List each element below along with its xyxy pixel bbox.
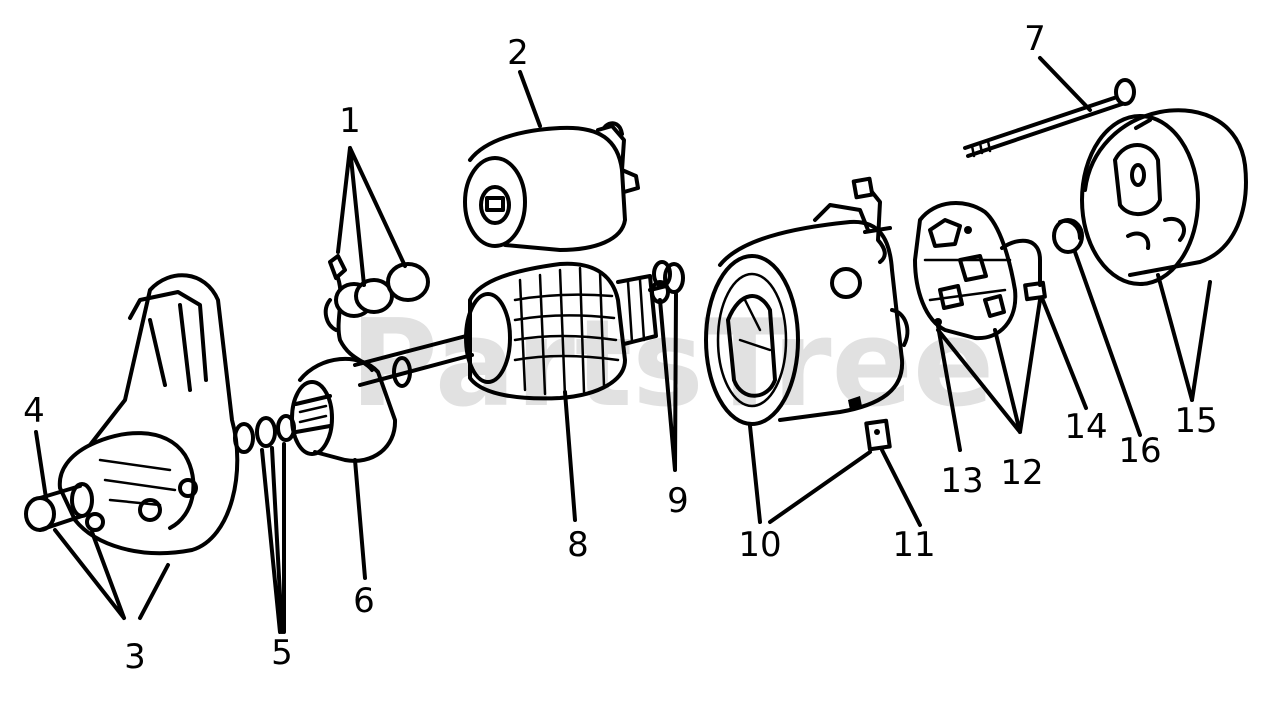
drive-end-housing <box>24 273 240 556</box>
armature <box>353 261 668 401</box>
callout-14: 14 <box>1064 407 1107 447</box>
callout-8: 8 <box>567 525 589 565</box>
callout-15: 15 <box>1174 401 1217 441</box>
callout-13: 13 <box>940 461 983 501</box>
callout-6: 6 <box>353 581 375 621</box>
callout-12: 12 <box>1000 453 1043 493</box>
lead-and-caps <box>323 254 430 372</box>
end-bushing <box>1052 218 1084 254</box>
callout-9: 9 <box>667 481 689 521</box>
callout-16: 16 <box>1118 431 1161 471</box>
callout-7: 7 <box>1024 19 1046 59</box>
pinion-stub <box>24 482 94 532</box>
watermark: PartsTree <box>350 295 994 434</box>
through-bolt <box>963 78 1136 158</box>
callout-labels: 1 2 3 4 5 6 7 8 9 10 11 12 13 14 16 15 <box>23 19 1217 677</box>
callout-11: 11 <box>892 525 935 565</box>
callout-4: 4 <box>23 391 45 431</box>
pinion-clutch <box>290 356 398 463</box>
leader-lines <box>34 56 1212 634</box>
callout-3: 3 <box>124 637 146 677</box>
callout-10: 10 <box>738 525 781 565</box>
callout-2: 2 <box>507 33 529 73</box>
brush-holder <box>913 200 1047 341</box>
callout-5: 5 <box>271 633 293 673</box>
field-terminal <box>851 176 892 264</box>
brush-clip <box>864 418 892 452</box>
yoke-housing <box>704 203 910 426</box>
callout-1: 1 <box>339 101 361 141</box>
end-frame <box>1080 108 1248 286</box>
solenoid <box>463 121 640 252</box>
